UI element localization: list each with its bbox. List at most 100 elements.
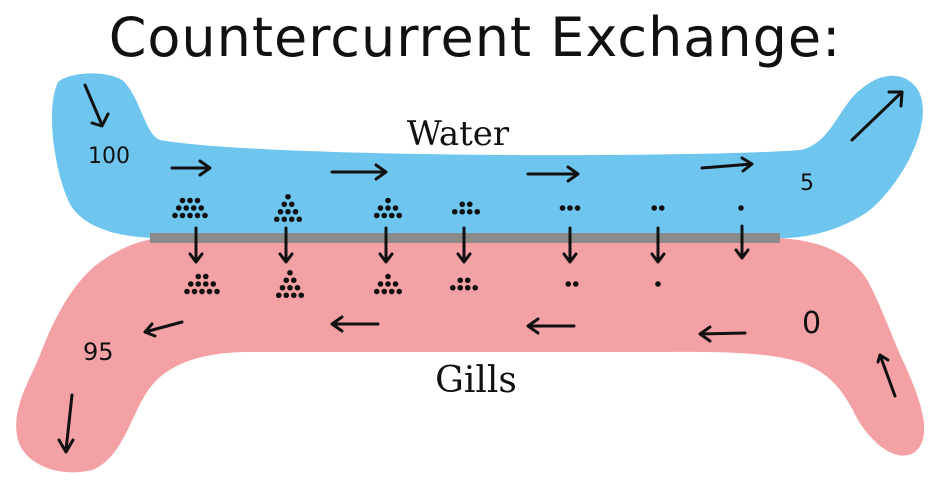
gill-out-value: 95	[83, 338, 114, 366]
oxygen-dot	[288, 216, 295, 223]
oxygen-dot	[179, 212, 186, 219]
gill-oxygen-dots	[184, 269, 661, 299]
oxygen-dot	[191, 288, 198, 295]
oxygen-dot	[195, 273, 202, 280]
oxygen-dot	[373, 212, 380, 219]
oxygen-dot	[567, 205, 573, 211]
oxygen-dot	[281, 201, 288, 208]
gill-channel	[16, 238, 925, 473]
oxygen-dot	[202, 273, 209, 280]
oxygen-dot	[559, 205, 566, 211]
oxygen-dot	[466, 208, 473, 215]
oxygen-dot	[464, 284, 471, 291]
transfer-arrow	[562, 226, 578, 264]
oxygen-dot	[572, 281, 579, 287]
transfer-arrows	[188, 224, 750, 264]
oxygen-dot	[172, 212, 178, 219]
gill-in-value: 0	[802, 306, 821, 341]
oxygen-dot	[279, 284, 286, 291]
oxygen-dot	[194, 197, 201, 204]
oxygen-dot	[298, 292, 305, 299]
oxygen-dot	[290, 292, 297, 299]
oxygen-dot	[214, 288, 220, 295]
oxygen-dot	[392, 281, 399, 287]
gill-flow-arrow	[526, 317, 576, 335]
oxygen-dot	[283, 292, 290, 299]
gill-flow-arrow	[57, 393, 75, 454]
water-flow-arrow	[850, 90, 904, 142]
diagram-title: Countercurrent Exchange:	[108, 6, 842, 69]
water-flow-arrow	[83, 83, 110, 128]
oxygen-dot	[287, 284, 293, 291]
oxygen-dot	[392, 205, 399, 211]
water-in-value: 100	[88, 144, 130, 169]
oxygen-dot	[175, 205, 182, 211]
oxygen-dot	[294, 284, 301, 291]
oxygen-dot	[388, 212, 395, 219]
transfer-arrow	[378, 226, 394, 264]
oxygen-dot	[658, 205, 665, 211]
oxygen-dot	[202, 281, 209, 287]
water-flow-arrow	[700, 156, 754, 173]
oxygen-dot	[385, 273, 391, 280]
oxygen-dot	[206, 288, 213, 295]
oxygen-dot	[396, 212, 403, 219]
water-out-value: 5	[800, 171, 814, 196]
water-flow-arrows	[83, 83, 904, 183]
oxygen-dot	[655, 281, 661, 287]
oxygen-dot	[388, 288, 395, 295]
oxygen-dot	[459, 208, 466, 215]
oxygen-dot	[187, 212, 193, 219]
oxygen-dot	[273, 216, 280, 223]
oxygen-dot	[574, 205, 581, 211]
oxygen-dot	[195, 281, 202, 287]
oxygen-dot	[183, 205, 190, 211]
oxygen-dot	[290, 277, 297, 284]
oxygen-dot	[296, 216, 303, 223]
oxygen-dot	[373, 288, 380, 295]
oxygen-dot	[472, 284, 479, 291]
gill-flow-arrows	[57, 315, 897, 454]
oxygen-dot	[457, 277, 464, 284]
oxygen-dot	[202, 212, 208, 219]
oxygen-dot	[466, 201, 473, 208]
oxygen-dot	[292, 208, 299, 215]
oxygen-dot	[198, 205, 205, 211]
water-channel	[51, 73, 923, 239]
oxygen-dot	[464, 277, 471, 284]
oxygen-dot	[287, 269, 293, 276]
oxygen-dot	[288, 201, 295, 208]
gill-flow-arrow	[876, 353, 897, 398]
transfer-arrow	[734, 224, 750, 260]
water-oxygen-dots	[172, 193, 744, 223]
gills-label: Gills	[435, 360, 517, 401]
oxygen-dot	[190, 205, 197, 211]
oxygen-dot	[377, 205, 384, 211]
oxygen-dot	[281, 216, 288, 223]
gill-flow-arrow	[698, 325, 747, 343]
oxygen-dot	[385, 197, 391, 204]
gill-flow-arrow	[143, 320, 184, 338]
oxygen-dot	[187, 281, 194, 287]
oxygen-dot	[285, 193, 291, 200]
oxygen-dot	[385, 205, 391, 211]
oxygen-dot	[381, 288, 388, 295]
transfer-arrow	[188, 226, 204, 264]
oxygen-dot	[474, 208, 481, 215]
oxygen-dot	[381, 212, 388, 219]
transfer-arrow	[650, 226, 666, 264]
oxygen-dot	[565, 281, 572, 287]
oxygen-dot	[457, 284, 464, 291]
gill-flow-arrow	[330, 315, 380, 333]
oxygen-dot	[275, 292, 282, 299]
oxygen-dot	[385, 281, 391, 287]
transfer-arrow	[278, 226, 294, 264]
water-flow-arrow	[170, 159, 212, 177]
oxygen-dot	[179, 197, 186, 204]
oxygen-dot	[449, 284, 456, 291]
water-flow-arrow	[526, 165, 580, 183]
oxygen-dot	[199, 288, 205, 295]
oxygen-dot	[187, 197, 193, 204]
oxygen-dot	[651, 205, 658, 211]
